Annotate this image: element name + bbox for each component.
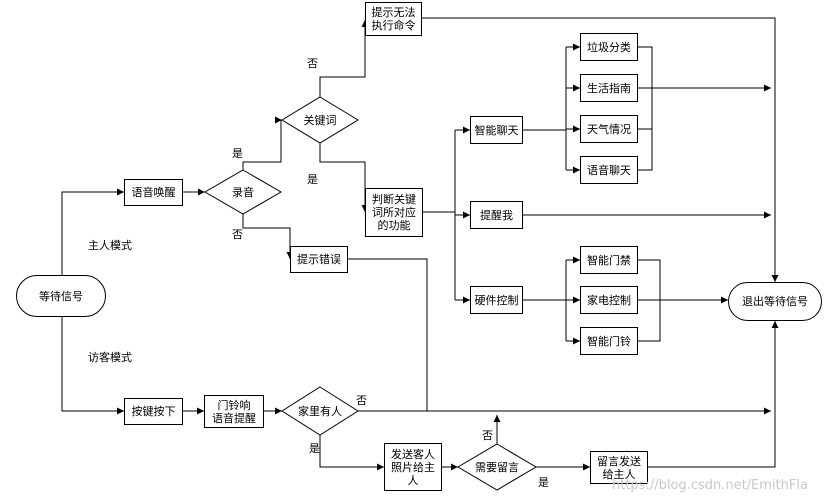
garbage-sort-node: 垃圾分类 bbox=[580, 33, 638, 61]
appliance-control-node: 家电控制 bbox=[580, 286, 638, 314]
watermark: https://blog.csdn.net/EmithFla bbox=[612, 478, 808, 493]
prompt-error-node: 提示错误 bbox=[290, 246, 348, 273]
record-no-label: 否 bbox=[232, 228, 243, 241]
someone-home-yes-label: 是 bbox=[309, 442, 320, 455]
life-guide-node: 生活指南 bbox=[580, 74, 638, 102]
need-message-yes-label: 是 bbox=[538, 476, 549, 489]
need-message-label: 需要留言 bbox=[475, 460, 519, 474]
keyword-no-label: 否 bbox=[307, 57, 318, 70]
keyword-label: 关键词 bbox=[303, 113, 337, 127]
press-key-node: 按键按下 bbox=[124, 398, 183, 425]
wait-signal-node: 等待信号 bbox=[16, 275, 106, 317]
someone-home-no-label: 否 bbox=[356, 394, 367, 407]
send-message-node: 留言发送 给主人 bbox=[590, 451, 648, 484]
record-yes-label: 是 bbox=[232, 147, 243, 160]
cannot-execute-node: 提示无法 执行命令 bbox=[365, 2, 422, 36]
someone-home-label: 家里有人 bbox=[298, 404, 342, 418]
exit-wait-node: 退出等待信号 bbox=[728, 282, 822, 321]
record-label: 录音 bbox=[232, 185, 254, 199]
doorbell-ring-node: 门铃响 语音提醒 bbox=[204, 395, 264, 428]
voice-chat-node: 语音聊天 bbox=[580, 156, 638, 184]
smart-chat-node: 智能聊天 bbox=[470, 116, 523, 144]
keyword-yes-label: 是 bbox=[307, 173, 318, 186]
remind-me-node: 提醒我 bbox=[470, 201, 523, 229]
visitor-mode-label: 访客模式 bbox=[88, 351, 132, 364]
need-message-decision bbox=[457, 443, 537, 491]
hardware-control-node: 硬件控制 bbox=[470, 286, 523, 314]
smart-doorbell-node: 智能门铃 bbox=[580, 327, 638, 355]
smart-door-access-node: 智能门禁 bbox=[580, 246, 638, 274]
voice-wake-node: 语音唤醒 bbox=[124, 179, 183, 206]
owner-mode-label: 主人模式 bbox=[88, 239, 132, 252]
send-photo-node: 发送客人 照片给主 人 bbox=[384, 443, 442, 491]
weather-node: 天气情况 bbox=[580, 115, 638, 143]
need-message-no-label: 否 bbox=[482, 429, 493, 442]
judge-function-node: 判断关键 词所对应 的功能 bbox=[365, 188, 423, 237]
